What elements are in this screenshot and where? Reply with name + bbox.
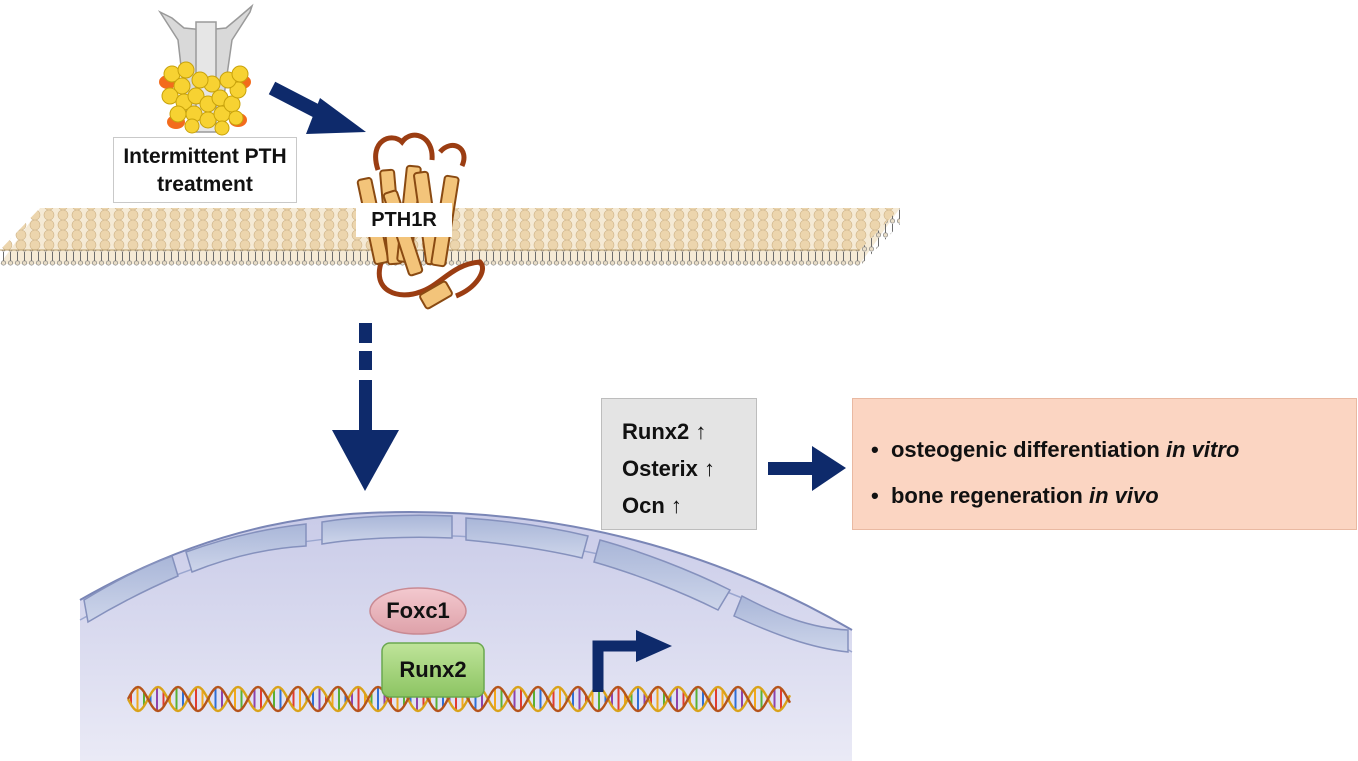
bullet: • <box>871 483 879 508</box>
parathyroid-gland-icon <box>157 3 254 136</box>
pth-treatment-label: Intermittent PTH treatment <box>113 137 297 203</box>
signal-arrow-to-receptor <box>268 81 366 134</box>
pth-treatment-text: Intermittent PTH treatment <box>123 145 287 196</box>
nucleus <box>79 510 853 761</box>
outcome-text: osteogenic differentiation <box>890 437 1160 462</box>
outcome-qualifier: in vivo <box>1088 483 1159 508</box>
foxc1-label: Foxc1 <box>386 598 450 623</box>
up-arrow-icon: ↑ <box>695 419 707 444</box>
signal-arrow-to-nucleus <box>332 323 399 491</box>
transcription-factor-shapes <box>369 587 485 698</box>
gene-name: Ocn <box>622 493 665 518</box>
runx2-label: Runx2 <box>399 657 467 682</box>
arrow-to-outcomes <box>768 446 846 491</box>
gene-row-osterix: Osterix ↑ <box>622 450 756 487</box>
outcome-box: • osteogenic differentiation in vitro • … <box>852 398 1357 530</box>
gene-name: Osterix <box>622 456 698 481</box>
up-arrow-icon: ↑ <box>703 456 715 481</box>
up-arrow-icon: ↑ <box>670 493 682 518</box>
bullet: • <box>871 437 879 462</box>
outcome-qualifier: in vitro <box>1165 437 1240 462</box>
gene-expression-box: Runx2 ↑ Osterix ↑ Ocn ↑ <box>601 398 757 530</box>
gene-row-ocn: Ocn ↑ <box>622 487 756 524</box>
outcome-bone: • bone regeneration in vivo <box>871 473 1356 519</box>
pth1r-label: PTH1R <box>356 203 452 237</box>
outcome-osteogenic: • osteogenic differentiation in vitro <box>871 427 1356 473</box>
transcription-start-arrow <box>592 630 672 692</box>
gene-row-runx2: Runx2 ↑ <box>622 413 756 450</box>
gene-name: Runx2 <box>622 419 690 444</box>
outcome-text: bone regeneration <box>890 483 1083 508</box>
